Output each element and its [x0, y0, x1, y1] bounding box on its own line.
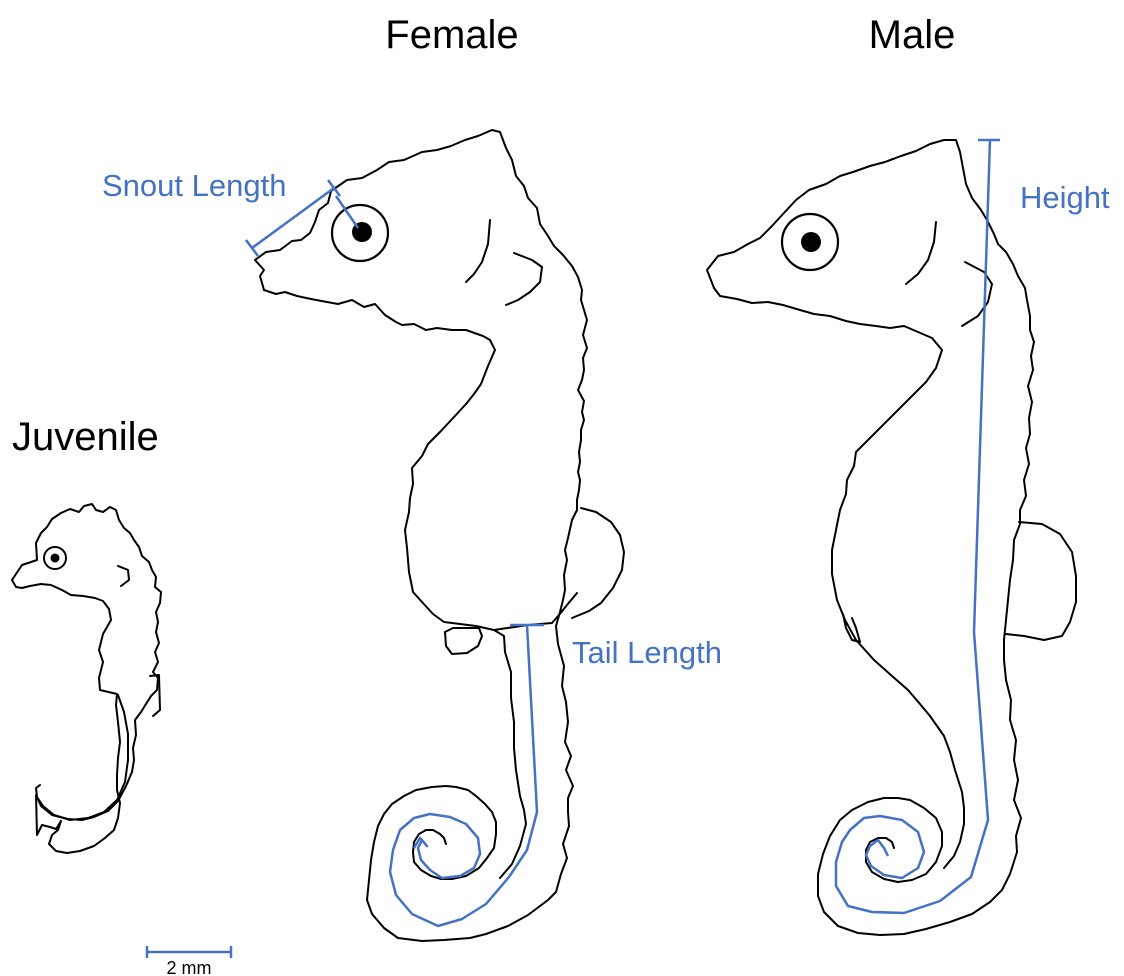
female-label: Female [385, 13, 518, 57]
scale-bar-label: 2 mm [167, 958, 212, 976]
tail-length-measure: Tail Length [390, 625, 722, 926]
height-label: Height [1020, 180, 1110, 215]
female-seahorse [255, 130, 624, 941]
tail-length-line [390, 625, 544, 926]
female-gill-mark [466, 220, 490, 282]
male-gill-mark [906, 222, 936, 284]
tail-length-label: Tail Length [572, 635, 722, 670]
juvenile-eye-pupil [51, 554, 60, 563]
male-eye-pupil [801, 232, 821, 252]
juvenile-body-outline [12, 504, 161, 853]
scale-bar-line [147, 946, 231, 958]
scale-bar: 2 mm [147, 946, 231, 976]
female-body-front [264, 290, 526, 878]
juvenile-seahorse [12, 504, 161, 853]
snout-length-label: Snout Length [102, 168, 286, 203]
juvenile-label: Juvenile [12, 415, 159, 459]
male-fin [843, 614, 860, 642]
snout-length-measure: Snout Length [102, 168, 358, 256]
male-cheek-mark [962, 262, 992, 326]
male-pouch-bump [1006, 522, 1076, 640]
juvenile-gill-mark [118, 566, 129, 586]
height-measure: Height [836, 140, 1110, 913]
juvenile-tail-curl [36, 695, 128, 820]
female-fin [445, 628, 482, 654]
male-seahorse [707, 140, 1076, 935]
height-line [836, 140, 1000, 913]
male-body-front [714, 288, 964, 868]
female-cheek-mark [506, 253, 542, 305]
female-pouch-bump [572, 508, 624, 618]
female-body-outline [255, 130, 587, 941]
male-label: Male [869, 13, 956, 57]
